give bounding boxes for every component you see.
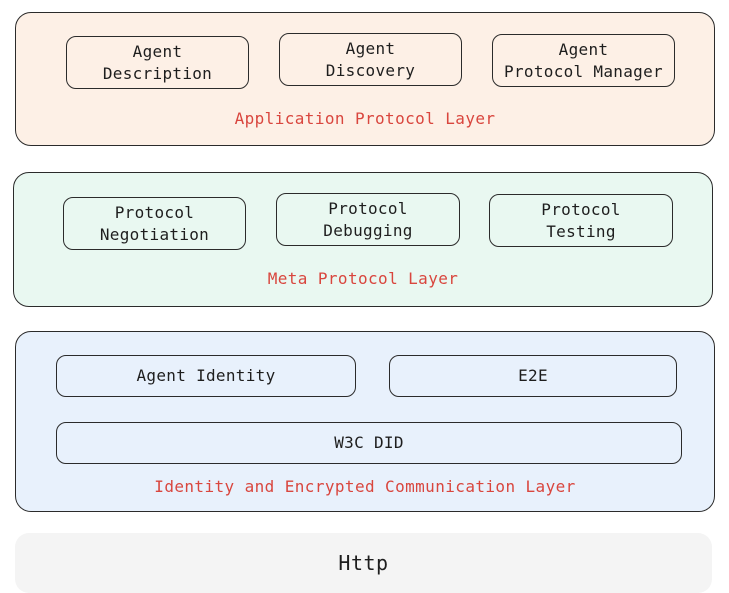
application-protocol-layer: Agent Description Agent Discovery Agent … xyxy=(15,12,715,146)
identity-layer-label: Identity and Encrypted Communication Lay… xyxy=(154,477,576,496)
e2e-box: E2E xyxy=(389,355,677,397)
protocol-debugging-box: Protocol Debugging xyxy=(276,193,460,246)
protocol-negotiation-box: Protocol Negotiation xyxy=(63,197,246,250)
meta-layer-label: Meta Protocol Layer xyxy=(267,269,459,288)
agent-description-box: Agent Description xyxy=(66,36,249,89)
meta-protocol-layer: Protocol Negotiation Protocol Debugging … xyxy=(13,172,713,307)
agent-protocol-manager-box: Agent Protocol Manager xyxy=(492,34,675,87)
agent-discovery-box: Agent Discovery xyxy=(279,33,462,86)
w3c-did-box: W3C DID xyxy=(56,422,682,464)
http-layer: Http xyxy=(15,533,712,593)
application-layer-label: Application Protocol Layer xyxy=(234,109,496,128)
identity-encrypted-communication-layer: Agent Identity E2E W3C DID Identity and … xyxy=(15,331,715,512)
agent-identity-box: Agent Identity xyxy=(56,355,356,397)
protocol-testing-box: Protocol Testing xyxy=(489,194,673,247)
